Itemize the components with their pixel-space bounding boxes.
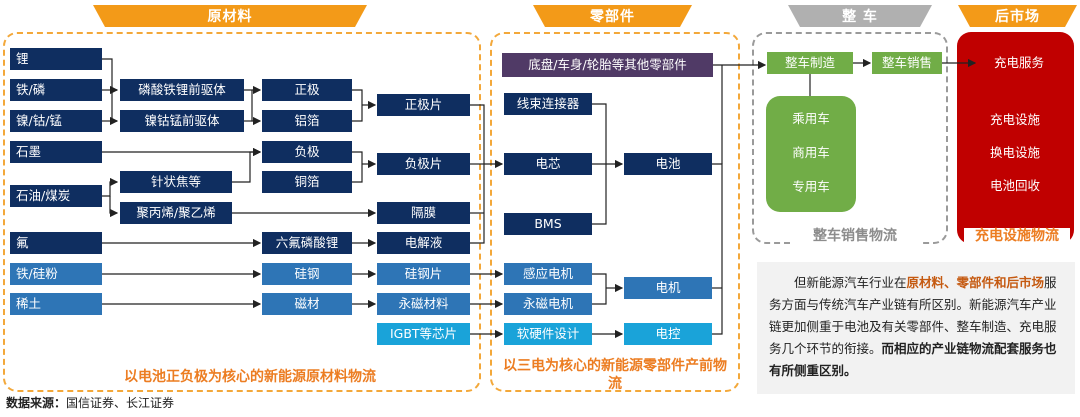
node-permanent-magnet-material: 永磁材料: [377, 293, 470, 315]
node-harness-connector: 线束连接器: [504, 93, 592, 115]
note-bold: 而相应的产业链物流配套服务也有所侧重区别。: [769, 341, 1057, 378]
note-text-2: 服务方面与传统汽车产业链有所区别。新能源汽车产业链更加侧重于电池及有关零部件、整…: [769, 275, 1057, 356]
header-vehicle: 整 车: [788, 5, 932, 27]
components-group: [490, 32, 740, 392]
node-pp-pe: 聚丙烯/聚乙烯: [120, 202, 232, 224]
node-separator: 隔膜: [377, 202, 470, 224]
node-needle-coke: 针状焦等: [120, 171, 232, 193]
node-copper-foil: 铜箔: [262, 171, 352, 193]
node-silicon-steel-sheet: 硅钢片: [377, 263, 470, 285]
raw-materials-group: [3, 32, 481, 392]
source-text: 国信证券、长江证券: [66, 396, 175, 410]
node-nickel-cobalt-manganese: 镍/钴/锰: [10, 110, 102, 132]
node-anode-sheet: 负极片: [377, 153, 470, 175]
node-lfp-precursor: 磷酸铁锂前驱体: [120, 79, 244, 101]
data-source: 数据来源：国信证券、长江证券: [6, 394, 174, 411]
node-hw-sw-design: 软硬件设计: [504, 323, 592, 345]
node-cathode: 正极: [262, 79, 352, 101]
node-electrolyte: 电解液: [377, 232, 470, 254]
node-magnet: 磁材: [262, 293, 352, 315]
node-lipf6: 六氟磷酸锂: [262, 232, 352, 254]
node-swap-facility: 换电设施: [982, 142, 1048, 164]
node-battery: 电池: [624, 153, 712, 175]
node-oil-coal: 石油/煤炭: [10, 185, 102, 207]
aftermarket-footer: 充电设施物流: [964, 228, 1070, 246]
node-iron-silicon: 铁/硅粉: [10, 263, 102, 285]
node-charging-service: 充电服务: [977, 52, 1061, 74]
node-ncm-precursor: 镍钴锰前驱体: [120, 110, 244, 132]
node-fluorine: 氟: [10, 232, 102, 254]
node-passenger-car: 乘用车: [776, 108, 846, 130]
components-footer: 以三电为核心的新能源零部件产前物流: [503, 358, 727, 392]
node-igbt-chip: IGBT等芯片: [377, 323, 470, 345]
node-graphite: 石墨: [10, 141, 102, 163]
header-raw-materials: 原材料: [93, 5, 367, 27]
node-vehicle-sales: 整车销售: [872, 52, 942, 74]
node-lithium: 锂: [10, 48, 102, 70]
node-anode: 负极: [262, 141, 352, 163]
node-vehicle-manufacturing: 整车制造: [767, 52, 853, 74]
node-cell: 电芯: [504, 153, 592, 175]
note-highlight: 原材料、零部件和后市场: [906, 275, 1045, 290]
note-text-1: 但新能源汽车行业在: [794, 275, 907, 290]
node-commercial-vehicle: 商用车: [776, 142, 846, 164]
node-rare-earth: 稀土: [10, 293, 102, 315]
node-induction-motor: 感应电机: [504, 263, 592, 285]
node-other-parts: 底盘/车身/轮胎等其他零部件: [502, 53, 713, 77]
source-label: 数据来源：: [6, 396, 67, 410]
node-silicon-steel: 硅钢: [262, 263, 352, 285]
node-aluminum-foil: 铝箔: [262, 110, 352, 132]
node-cathode-sheet: 正极片: [377, 94, 470, 116]
raw-materials-footer: 以电池正负极为核心的新能源原材料物流: [124, 369, 376, 385]
header-components: 零部件: [533, 5, 692, 27]
header-aftermarket: 后市场: [958, 5, 1077, 27]
node-motor: 电机: [624, 277, 712, 299]
node-battery-recycle: 电池回收: [982, 175, 1048, 197]
node-charging-facility: 充电设施: [982, 109, 1048, 131]
node-iron-phosphorus: 铁/磷: [10, 79, 102, 101]
vehicle-footer: 整车销售物流: [790, 228, 920, 246]
node-pm-motor: 永磁电机: [504, 293, 592, 315]
node-controller: 电控: [624, 323, 712, 345]
explanation-note: 但新能源汽车行业在原材料、零部件和后市场服务方面与传统汽车产业链有所区别。新能源…: [757, 262, 1075, 394]
node-special-vehicle: 专用车: [776, 176, 846, 198]
node-bms: BMS: [504, 213, 592, 235]
